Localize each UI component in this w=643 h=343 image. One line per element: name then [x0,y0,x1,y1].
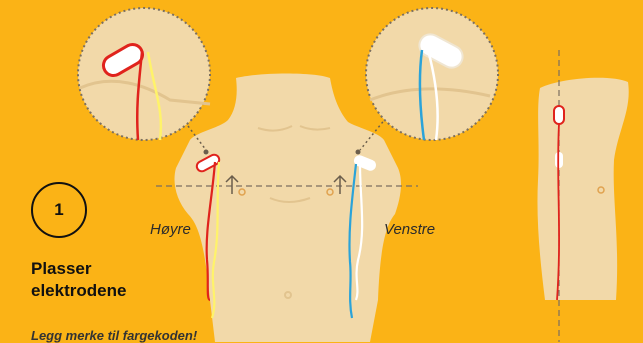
side-electrode-pad-top [554,106,564,124]
front-torso [175,74,402,343]
label-right-side: Høyre [150,221,191,238]
zoom-circle-left [366,8,498,140]
step-title: Plasser elektrodene [31,258,126,302]
anchor-dot-left [356,150,361,155]
color-code-hint: Legg merke til fargekoden! [31,328,197,343]
step-number: 1 [54,200,63,220]
step-title-line-2: elektrodene [31,280,126,302]
step-number-badge: 1 [31,182,87,238]
label-left-side: Venstre [384,221,435,238]
side-torso [537,78,628,300]
zoom-circle-right [78,8,210,140]
step-title-line-1: Plasser [31,258,126,280]
anchor-dot-right [204,150,209,155]
